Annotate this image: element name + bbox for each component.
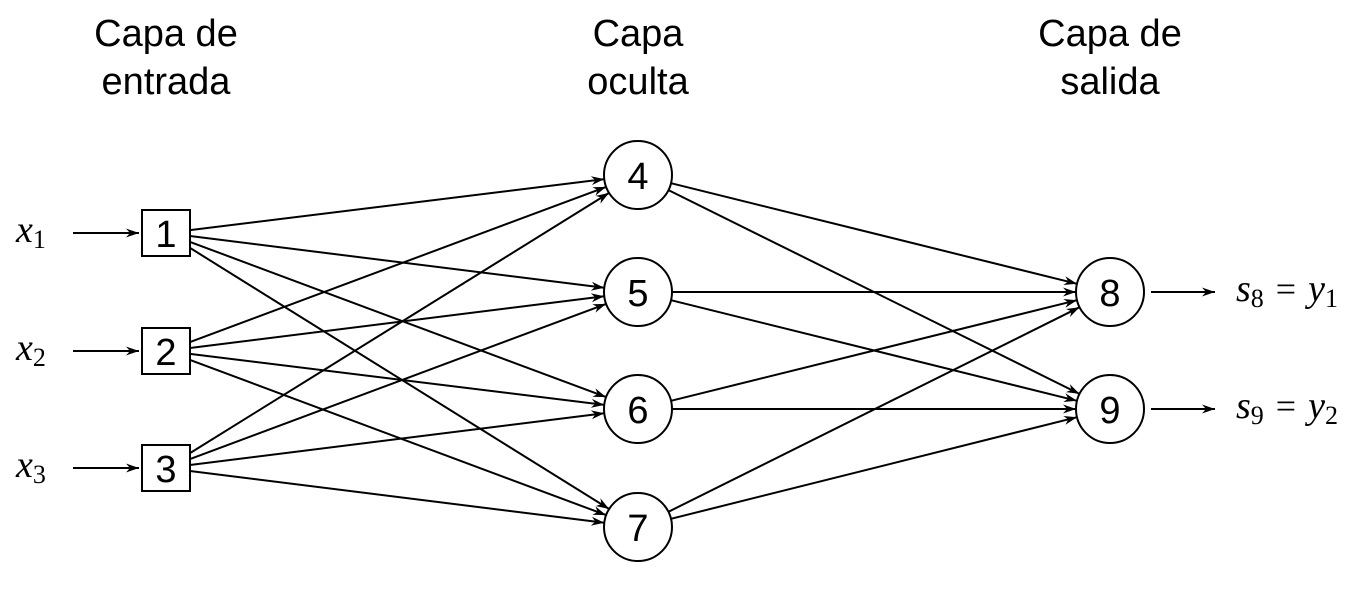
edge-2-5 (189, 293, 605, 349)
node-9-circle (1075, 374, 1145, 444)
node-5: 5 (603, 257, 673, 327)
layer-title-input-line1: Capa de (94, 13, 238, 55)
layer-title-hidden: Capa oculta (587, 13, 689, 103)
node-1-label: 1 (155, 214, 176, 256)
node-6: 6 (603, 374, 673, 444)
node-6-label: 6 (627, 390, 648, 432)
input-label-x3: x3 (15, 444, 46, 489)
layer-title-output-line2: salida (1060, 61, 1160, 103)
edge-1-6 (189, 240, 607, 399)
input-labels: x1 x2 x3 (15, 209, 46, 489)
node-2: 2 (141, 327, 191, 375)
input-layer-nodes: 1 2 3 (141, 209, 191, 492)
node-3: 3 (141, 444, 191, 492)
edge-3-7 (189, 470, 605, 526)
node-7: 7 (603, 492, 673, 562)
node-7-circle (603, 492, 673, 562)
node-8-circle (1075, 257, 1145, 327)
edge-3-4 (189, 192, 610, 454)
edge-1-7 (189, 247, 610, 510)
output-label-8: s8=y1 (1236, 268, 1338, 313)
node-1-box (141, 209, 191, 257)
layer-title-hidden-line1: Capa (593, 13, 685, 55)
layer-title-hidden-line2: oculta (587, 61, 689, 103)
layer-title-output: Capa de salida (1038, 13, 1182, 103)
node-5-label: 5 (627, 273, 648, 315)
output-labels: s8=y1 s9=y2 (1236, 268, 1338, 430)
edge-2-4 (189, 185, 607, 344)
output-label-9: s9=y2 (1236, 385, 1338, 430)
hidden-layer-nodes: 4 5 6 7 (603, 140, 673, 562)
edge-7-9 (670, 415, 1078, 520)
node-4: 4 (603, 140, 673, 210)
edge-3-6 (189, 410, 605, 466)
node-2-box (141, 327, 191, 375)
edge-3-5 (189, 302, 607, 461)
edge-2-7 (189, 358, 607, 517)
node-3-box (141, 444, 191, 492)
edge-1-4 (189, 176, 605, 232)
node-8-label: 8 (1099, 273, 1120, 315)
node-5-circle (603, 257, 673, 327)
edge-4-8 (670, 182, 1078, 286)
edge-2-6 (189, 352, 605, 408)
connections (189, 176, 1081, 526)
edge-1-5 (189, 235, 605, 291)
node-6-circle (603, 374, 673, 444)
node-3-label: 3 (155, 449, 176, 491)
input-label-x1: x1 (15, 209, 46, 254)
node-7-label: 7 (627, 508, 648, 550)
node-1: 1 (141, 209, 191, 257)
node-4-label: 4 (627, 156, 648, 198)
layer-title-input: Capa de entrada (94, 13, 238, 103)
input-label-x2: x2 (15, 327, 46, 372)
node-4-circle (603, 140, 673, 210)
node-9-label: 9 (1099, 390, 1120, 432)
node-9: 9 (1075, 374, 1145, 444)
layer-title-input-line2: entrada (102, 61, 232, 103)
node-8: 8 (1075, 257, 1145, 327)
output-arrows (1151, 287, 1215, 414)
edge-7-8 (667, 306, 1081, 513)
input-arrows (73, 228, 139, 473)
edge-6-8 (670, 298, 1078, 402)
node-2-label: 2 (155, 332, 176, 374)
output-layer-nodes: 8 9 (1075, 257, 1145, 444)
layer-title-output-line1: Capa de (1038, 13, 1182, 55)
